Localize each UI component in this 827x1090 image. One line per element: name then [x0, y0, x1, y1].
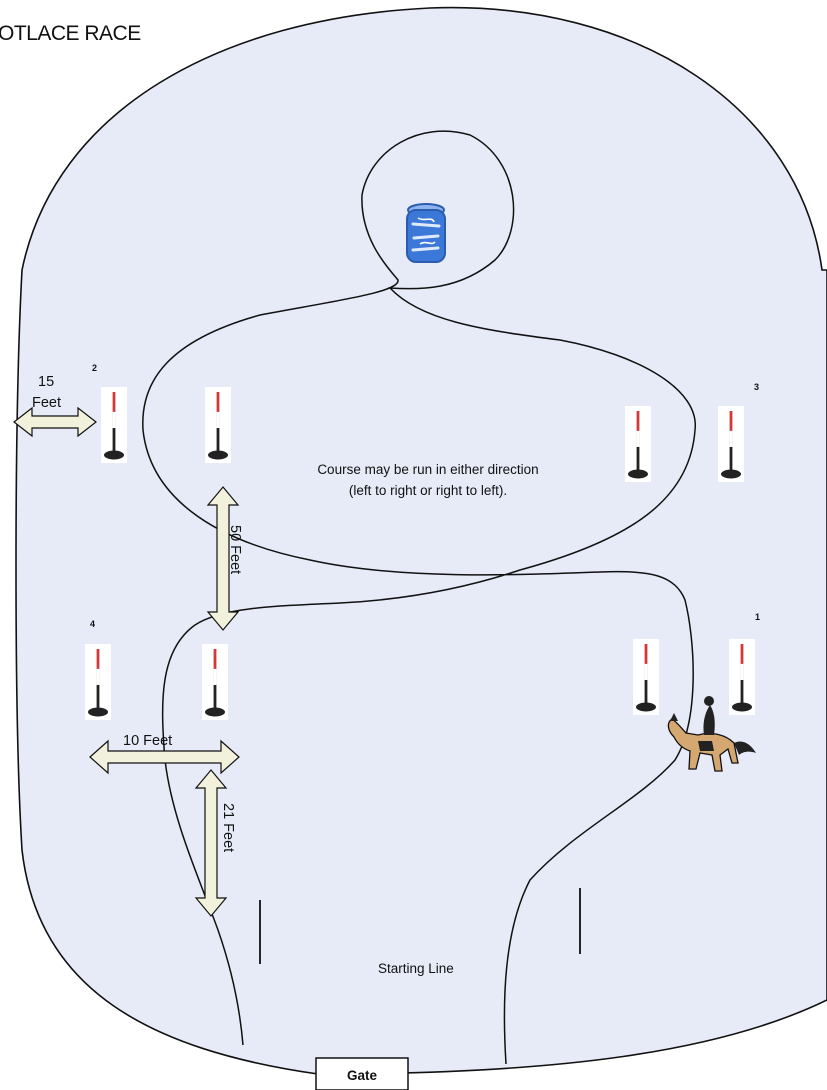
- pole-2-outer: [100, 386, 128, 464]
- arrow-pole-pair-gap: [89, 739, 240, 775]
- gate-box: [315, 1057, 409, 1090]
- arena-boundary: [15, 6, 827, 1075]
- pole-4-inner: [201, 643, 229, 721]
- pole-number-1: 1: [755, 612, 760, 622]
- course-note-line-1: Course may be run in either direction: [317, 462, 538, 477]
- arrow-wall-to-pole: [13, 406, 97, 438]
- arrow-pole-row-gap: [206, 486, 240, 631]
- label-50-feet: 50 Feet: [227, 525, 243, 574]
- pole-3-inner: [624, 405, 652, 483]
- run-path: [142, 130, 696, 1065]
- label-21-feet: 21 Feet: [220, 803, 236, 852]
- pole-1-inner: [632, 638, 660, 716]
- starting-line-label: Starting Line: [378, 961, 454, 976]
- arrow-pole-to-start: [194, 769, 228, 917]
- label-10-feet: 10 Feet: [123, 733, 172, 749]
- barrel-icon: [406, 203, 446, 263]
- gate-label: Gate: [347, 1068, 378, 1083]
- pole-1-outer: [728, 638, 756, 716]
- pole-4-outer: [84, 643, 112, 721]
- course-note-line-2: (left to right or right to left).: [349, 483, 507, 498]
- pole-number-2: 2: [92, 363, 97, 373]
- label-15-feet: Feet: [32, 395, 61, 411]
- pole-number-3: 3: [754, 382, 759, 392]
- course-title: OTLACE RACE: [0, 22, 141, 45]
- horse-rider-icon: [667, 696, 756, 772]
- label-15-feet-number: 15: [38, 374, 54, 390]
- pole-number-4: 4: [90, 619, 95, 629]
- pole-2-inner: [204, 386, 232, 464]
- pole-3-outer: [717, 405, 745, 483]
